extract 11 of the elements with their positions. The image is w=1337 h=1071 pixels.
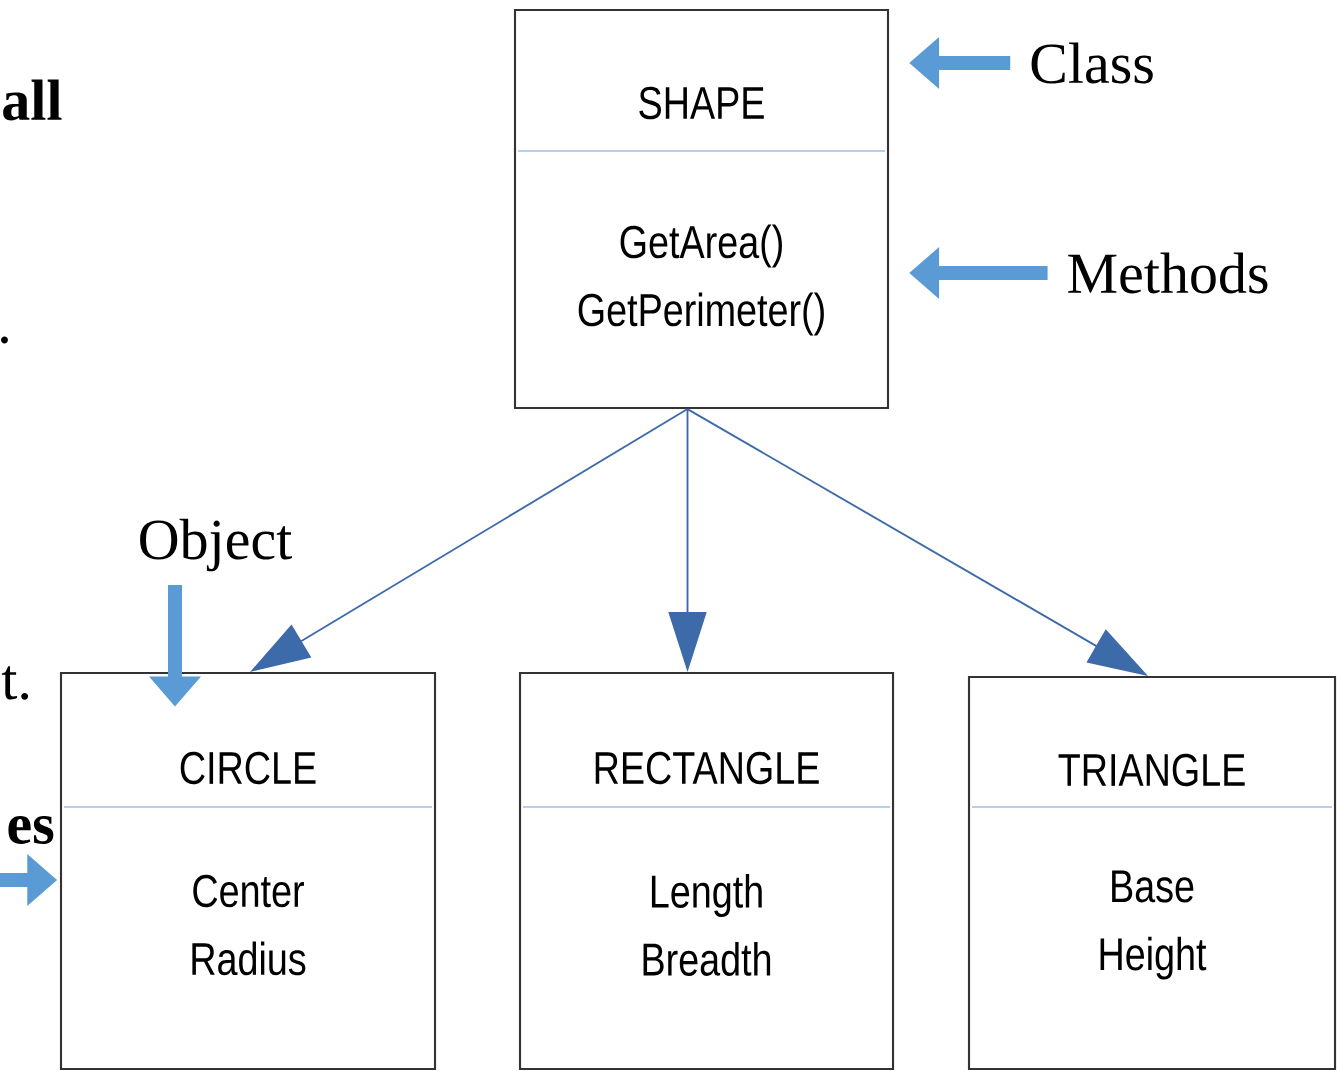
class-box: SHAPE GetArea() GetPerimeter() <box>513 8 890 410</box>
annotation-text: Class <box>1031 42 1153 84</box>
object-box: RECTANGLE Length Breadth <box>518 671 895 1071</box>
object-box: TRIANGLE Base Height <box>967 675 1337 1071</box>
annotation-text: Object <box>140 518 292 572</box>
object-box: CIRCLE Center Radius <box>59 671 437 1071</box>
text-fragment: all <box>3 79 62 121</box>
text-fragment: t. <box>1 666 29 700</box>
annotation-text: Methods <box>1068 252 1268 294</box>
text-fragment: es <box>8 816 54 844</box>
text-fragment: . <box>1 336 8 344</box>
